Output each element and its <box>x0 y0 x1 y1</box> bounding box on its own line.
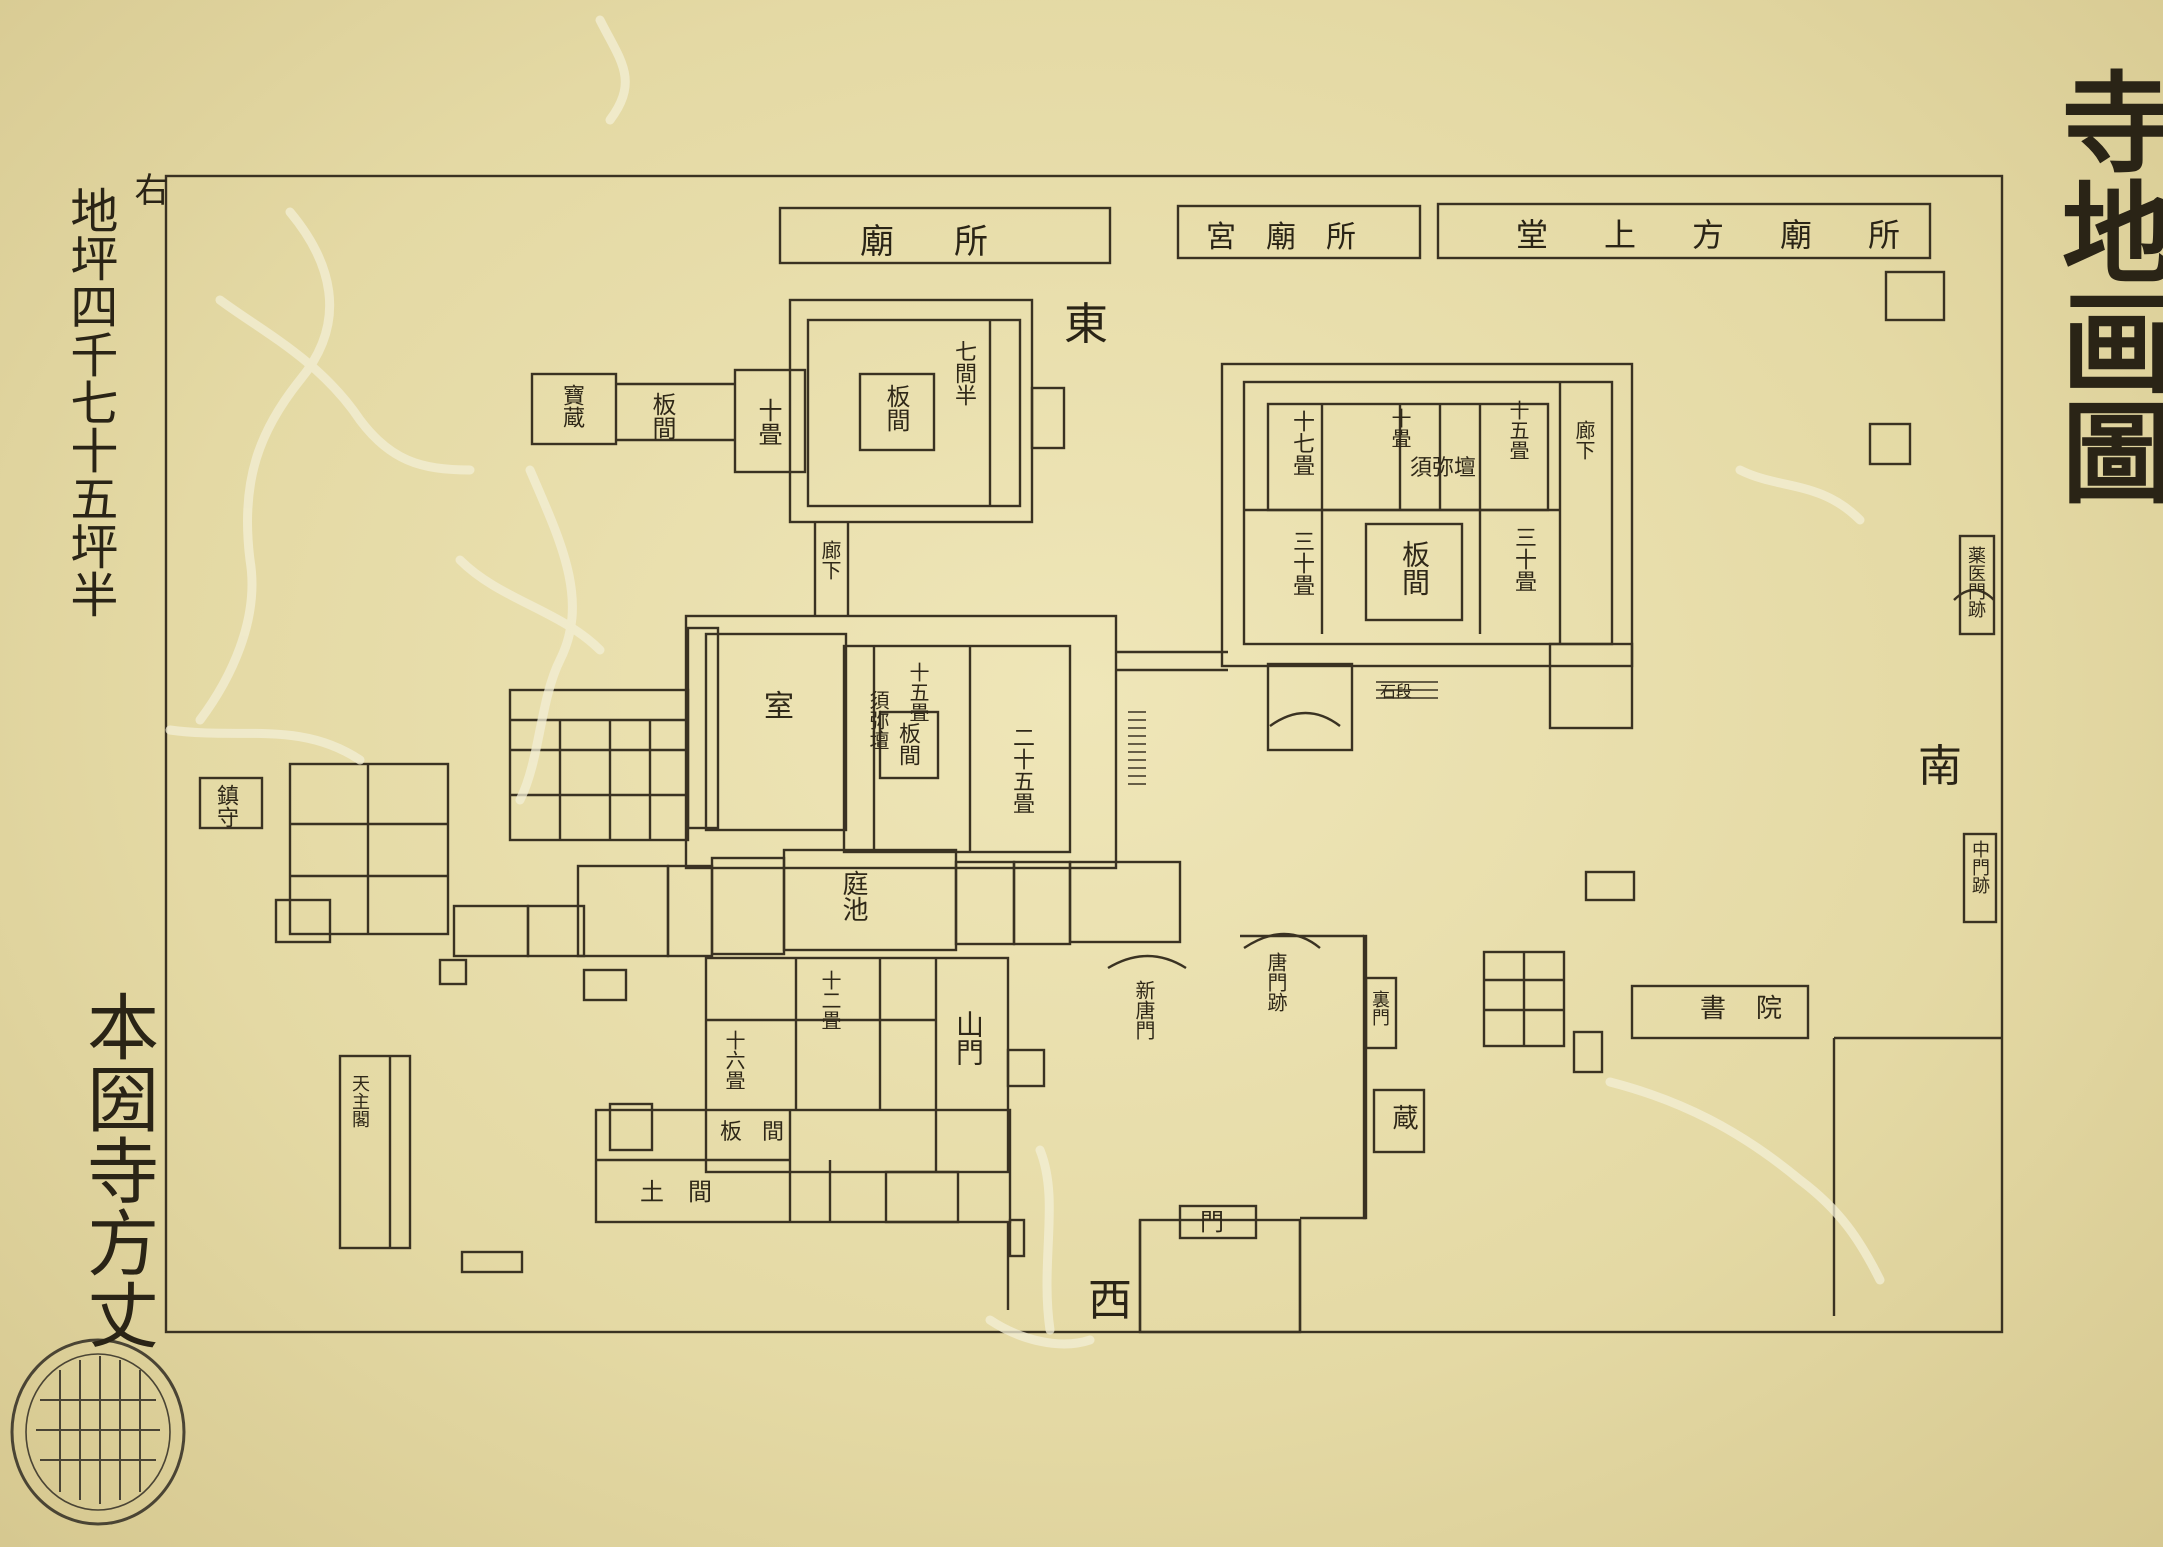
yakushi-gate-label: 薬医門跡 <box>1965 546 1986 618</box>
south-building-label: 山門 <box>952 1010 985 1066</box>
area-prefix: 右 <box>128 172 168 206</box>
south-gate-bracket <box>1832 1036 2002 1316</box>
kitchen-label: 土間 <box>640 1178 736 1206</box>
north-hall-outer <box>788 298 1034 524</box>
ura-gate-label: 裏門 <box>1369 990 1390 1026</box>
mid-block-altar-label: 須弥壇 <box>866 690 890 750</box>
hall-12-label: 十二畳 <box>818 970 842 1030</box>
kura-label: 蔵 <box>1388 1104 1418 1130</box>
top-middle-box-label: 宮廟所 <box>1206 220 1386 255</box>
compass-east: 東 <box>1064 299 1108 350</box>
precinct-boundary <box>164 174 2004 1334</box>
mid-block-25-label: 二十五畳 <box>1009 726 1034 814</box>
room-ten-label: 十畳 <box>754 398 782 446</box>
corridor-label: 廊下 <box>818 540 842 580</box>
east-temple-10-label: 十畳 <box>1388 408 1412 448</box>
east-temple-corridor-label: 廊下 <box>1572 420 1596 460</box>
small-shrine-label: 鎮守 <box>213 784 238 828</box>
treasury <box>530 372 618 446</box>
owner-signature: 本圀寺方丈 <box>74 990 159 1350</box>
room-seven-label: 七間半 <box>951 340 976 406</box>
itama-south-label: 板間 <box>720 1120 805 1145</box>
treasury-label: 寶蔵 <box>559 384 584 428</box>
east-temple-altar-label: 須弥壇 <box>1410 456 1477 481</box>
seal-stamp <box>10 1338 186 1526</box>
top-middle-box <box>1176 204 1422 260</box>
east-temple-17-label: 十七畳 <box>1289 410 1314 476</box>
mid-block-center-label: 板間 <box>895 722 920 766</box>
lower-left-building-label: 天主閣 <box>349 1074 370 1128</box>
document-title: 寺地画圖 <box>2043 66 2163 506</box>
itama-top-label: 板間 <box>648 392 676 440</box>
area-note: 地坪四千七十五坪半 <box>61 186 118 618</box>
mid-block-15-label: 十五畳 <box>906 662 930 722</box>
kara-gate-label: 唐門跡 <box>1264 952 1288 1012</box>
compass-south: 南 <box>1918 741 1962 792</box>
top-right-box-label: 堂上方廟所 <box>1516 216 1957 254</box>
east-temple-center-label: 板間 <box>1398 540 1431 596</box>
compass-west: 西 <box>1088 1275 1132 1326</box>
east-temple-30a-label: 三十畳 <box>1289 530 1314 596</box>
room-shitsu-label: 室 <box>758 690 793 720</box>
itama-north-hall-label: 板間 <box>882 384 910 432</box>
top-left-box <box>778 206 1112 265</box>
shoin-label: 書院 <box>1700 994 1813 1024</box>
east-temple-30b-label: 三十畳 <box>1511 526 1536 592</box>
top-right-box <box>1436 202 1932 260</box>
middle-gate-label: 中門跡 <box>1969 840 1990 894</box>
east-temple-outer <box>1220 362 1634 668</box>
stairs-label: 石段 <box>1380 682 1413 701</box>
shin-kara-gate-label: 新唐門 <box>1132 980 1156 1040</box>
gate-label: 門 <box>1200 1208 1224 1236</box>
top-left-box-label: 廟所 <box>860 222 1048 262</box>
hall-16-label: 十六畳 <box>722 1030 746 1090</box>
garden-label: 庭池 <box>838 870 868 922</box>
east-temple-15-label: 十五畳 <box>1506 400 1530 460</box>
